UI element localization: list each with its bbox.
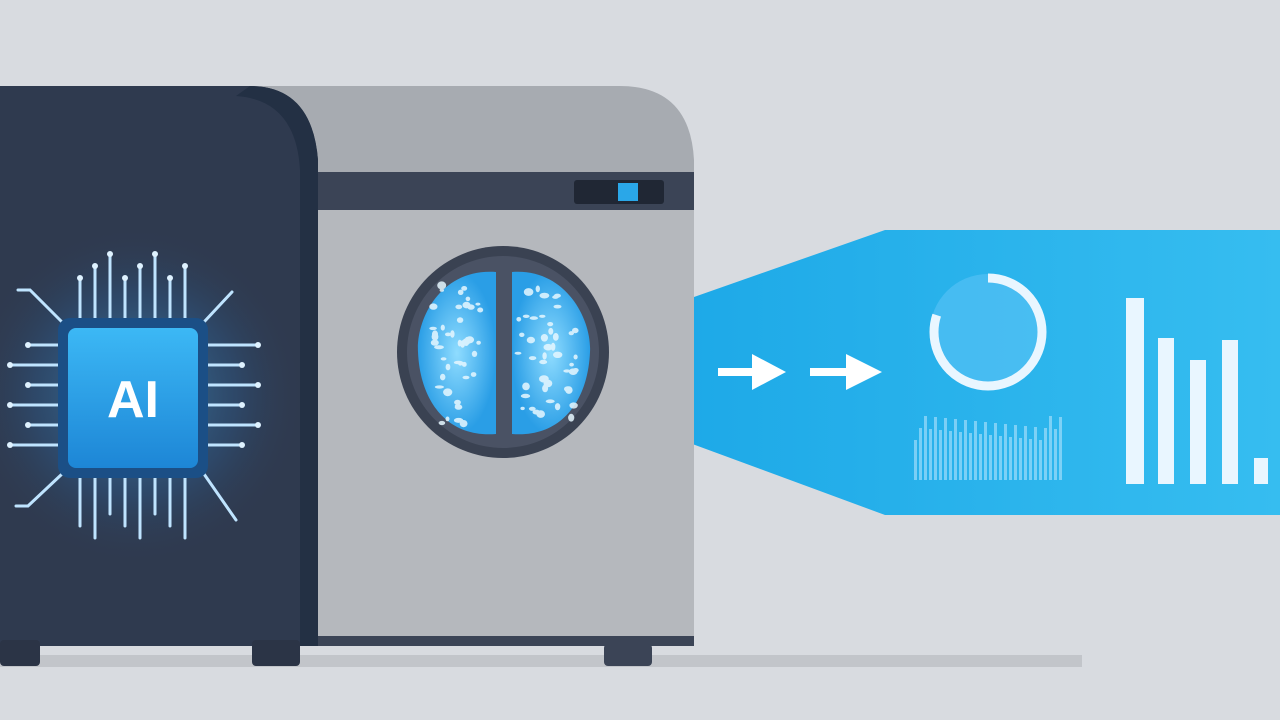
machine-foot — [604, 644, 652, 666]
data-beam — [600, 230, 1280, 515]
machine-base — [300, 636, 694, 646]
washing-machine — [215, 86, 694, 666]
mini-bar-pattern — [914, 416, 1062, 480]
chip-label: AI — [107, 371, 159, 429]
brain-icon — [417, 271, 591, 435]
arrow-right-icon — [810, 354, 882, 390]
bar-chart-icon — [1126, 298, 1268, 484]
machine-top-panel — [215, 86, 694, 175]
arrow-right-icon — [718, 354, 786, 390]
ai-cabinet: AI — [0, 86, 318, 666]
cabinet-foot-right — [252, 640, 300, 666]
ai-chip-icon: AI — [58, 318, 208, 478]
donut-chart-icon — [929, 273, 1047, 391]
circuit-traces — [7, 251, 261, 540]
cabinet-foot-left — [0, 640, 40, 666]
floor-line — [0, 655, 1082, 667]
status-light — [618, 183, 638, 201]
